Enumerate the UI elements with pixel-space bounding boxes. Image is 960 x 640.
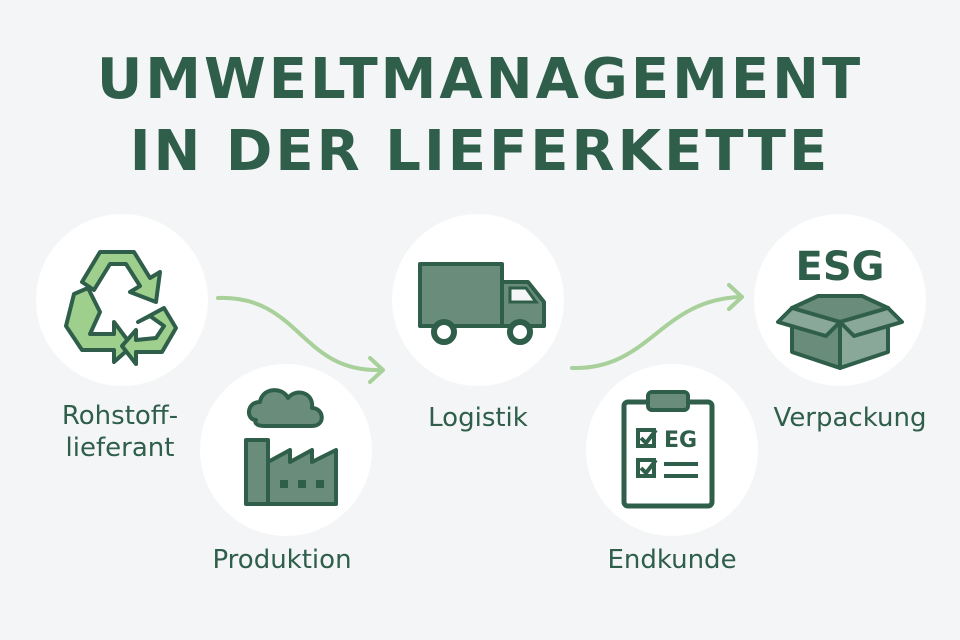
clipboard-label: EG (664, 428, 697, 453)
recycle-icon (64, 250, 178, 366)
label-rohstofflieferant: Rohstoff- lieferant (20, 400, 220, 464)
box-icon: ESG (776, 244, 904, 370)
label-rohstoff-line-1: Rohstoff- (61, 401, 179, 431)
factory-icon (244, 388, 338, 506)
arrowhead-logistik (368, 356, 385, 384)
title-line-2: IN DER LIEFERKETTE (129, 119, 831, 184)
clipboard-checklist-icon: EG (621, 390, 715, 509)
arrow-rohstoff-to-logistik (216, 295, 382, 373)
label-logistik: Logistik (428, 403, 528, 433)
truck-icon (418, 262, 546, 345)
arrow-logistik-to-verpackung (570, 295, 742, 371)
title-line-1: UMWELTMANAGEMENT (96, 47, 864, 112)
arrowhead-verpackung (727, 283, 744, 311)
label-endkunde: Endkunde (607, 545, 737, 575)
label-produktion: Produktion (212, 545, 352, 575)
label-rohstoff-line-2: lieferant (65, 433, 175, 463)
esg-label: ESG (796, 244, 885, 290)
label-verpackung: Verpackung (773, 403, 927, 433)
